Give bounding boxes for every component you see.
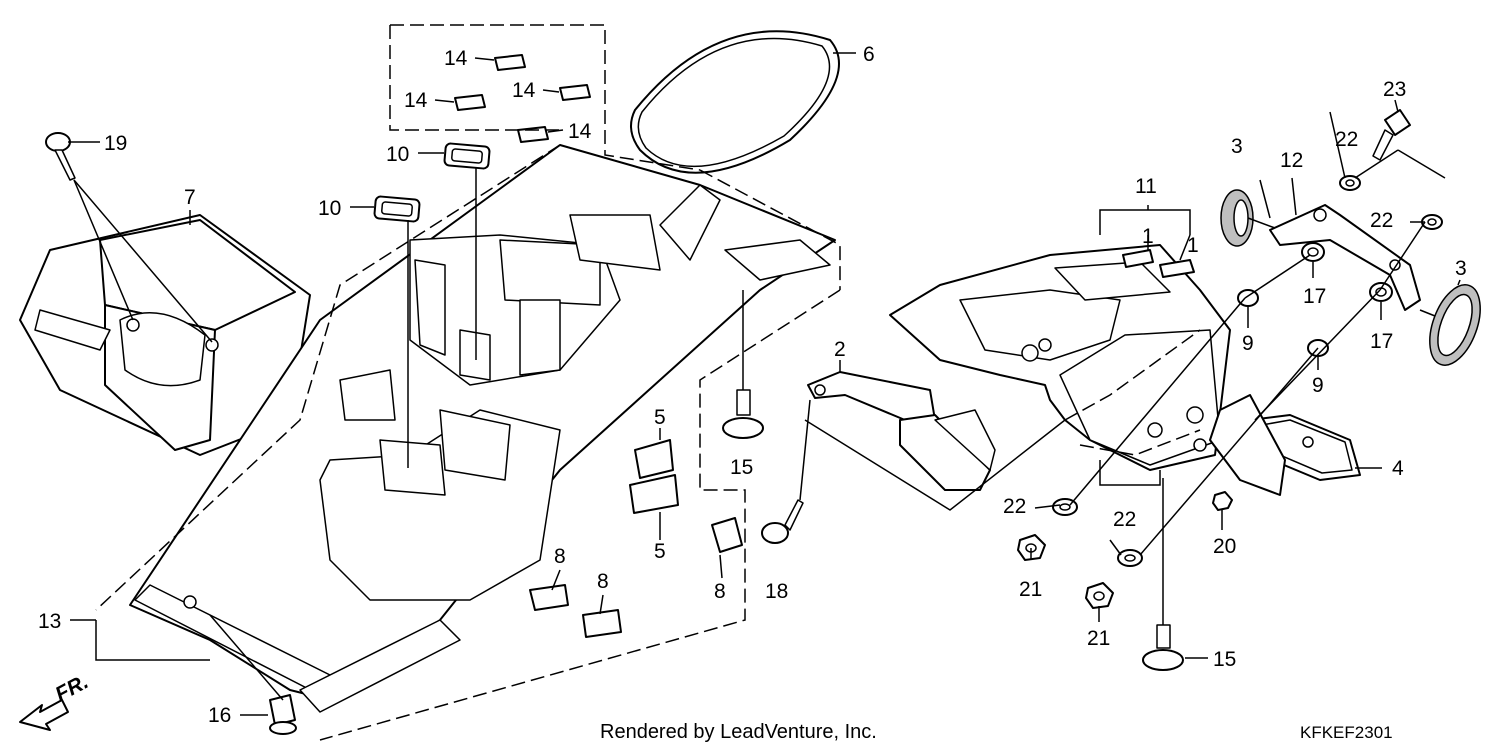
fr-label: FR. [52,670,93,706]
callout-labels: 1 1 2 3 3 4 5 5 6 7 8 8 8 9 9 10 10 11 1… [38,43,1467,727]
callout-15: 15 [1213,648,1236,671]
part-22-washer[interactable] [1052,175,1443,567]
part-8-block[interactable] [529,517,743,638]
part-2-stay[interactable] [807,371,996,491]
callout-10: 10 [318,197,341,220]
callout-10: 10 [386,143,409,166]
callout-13: 13 [38,610,61,633]
callout-3: 3 [1231,135,1243,158]
part-15-bolt[interactable] [722,389,1184,671]
callout-5: 5 [654,540,666,563]
callout-14: 14 [404,89,428,112]
part-7-tray[interactable] [19,214,311,456]
callout-9: 9 [1312,374,1324,397]
part-13-inner-fender[interactable] [129,144,836,713]
callout-8: 8 [597,570,609,593]
part-5-foam-pad[interactable] [629,439,679,514]
callout-18: 18 [765,580,788,603]
callout-17: 17 [1370,330,1393,353]
callout-20: 20 [1213,535,1236,558]
callout-5: 5 [654,406,666,429]
callout-22: 22 [1113,508,1136,531]
callout-16: 16 [208,704,231,727]
front-direction-arrow: FR. [19,670,93,731]
part-18-screw[interactable] [761,499,804,544]
callout-1: 1 [1187,234,1199,257]
part-16-clip[interactable] [269,694,297,735]
callout-19: 19 [104,132,127,155]
rendered-by-credit: Rendered by LeadVenture, Inc. [600,721,877,743]
callout-22: 22 [1335,128,1358,151]
diagram-code: KFKEF2301 [1300,723,1393,742]
callout-21: 21 [1019,578,1042,601]
part-23-bolt[interactable] [1372,109,1411,161]
callout-9: 9 [1242,332,1254,355]
callout-8: 8 [714,580,726,603]
part-12-stay[interactable] [1269,204,1421,311]
callout-11: 11 [1135,175,1157,198]
callout-6: 6 [863,43,875,66]
callout-17: 17 [1303,285,1326,308]
callout-14: 14 [568,120,592,143]
callout-4: 4 [1392,457,1404,480]
part-19-screw[interactable] [45,132,76,181]
part-6-band[interactable] [630,30,840,174]
part-11-tail-housing[interactable] [889,244,1231,471]
part-10-rubber-pad[interactable] [373,142,491,223]
callout-1: 1 [1142,225,1154,248]
callout-23: 23 [1383,78,1406,101]
part-9-grommet[interactable] [1237,289,1329,357]
callout-14: 14 [512,79,536,102]
callout-22: 22 [1003,495,1026,518]
part-20-nut[interactable] [1212,491,1233,511]
callout-12: 12 [1280,149,1303,172]
callout-7: 7 [184,186,196,209]
callout-14: 14 [444,47,468,70]
callout-15: 15 [730,456,753,479]
callout-22: 22 [1370,209,1393,232]
callout-21: 21 [1087,627,1110,650]
part-3-reflector[interactable] [1220,189,1490,372]
callout-3: 3 [1455,257,1467,280]
part-1-pad[interactable] [1122,249,1195,278]
callout-2: 2 [834,338,846,361]
callout-8: 8 [554,545,566,568]
